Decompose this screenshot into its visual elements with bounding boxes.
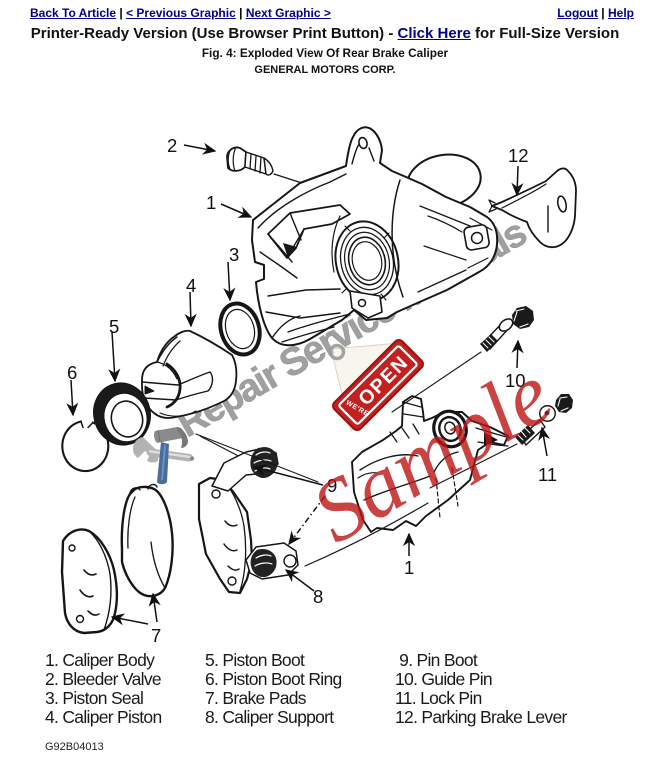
svg-text:12: 12	[508, 145, 529, 166]
svg-text:9: 9	[327, 475, 337, 496]
svg-text:10: 10	[505, 370, 526, 391]
svg-text:8: 8	[313, 586, 323, 607]
svg-text:7: 7	[151, 625, 161, 646]
svg-text:11: 11	[538, 464, 557, 485]
svg-text:Sample: Sample	[296, 346, 568, 563]
svg-text:2: 2	[167, 135, 177, 156]
svg-text:5: 5	[109, 316, 119, 337]
svg-text:1: 1	[404, 557, 414, 578]
svg-text:3: 3	[229, 244, 239, 265]
svg-text:1: 1	[206, 192, 216, 213]
svg-text:6: 6	[67, 362, 77, 383]
svg-text:4: 4	[186, 275, 196, 296]
